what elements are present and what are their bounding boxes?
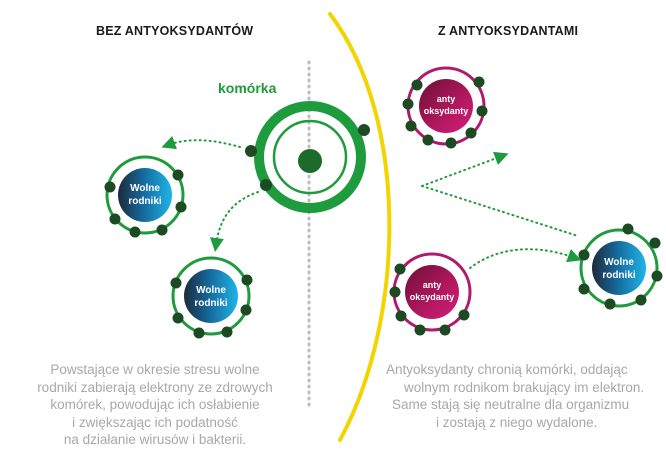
arrow-to-radical-1 <box>161 136 241 150</box>
arrow-to-radical-2 <box>209 191 259 252</box>
antioxidant-bottom: anty oksydanty <box>389 252 472 336</box>
caption-line: rodniki zabierają elektrony ze zdrowych <box>37 379 273 395</box>
right-heading: Z ANTYOKSYDANTAMI <box>438 24 579 38</box>
caption-line: i zwiększając ich podatność <box>72 414 238 430</box>
caption-line: Same stają się neutralne dla organizmu <box>392 397 630 412</box>
antioxidant-label-line1: anty <box>437 94 456 104</box>
radical-label-line2: rodniki <box>602 270 636 281</box>
cell-label: komórka <box>218 80 277 96</box>
right-caption: Antyoksydanty chronią komórki, oddając w… <box>386 361 666 431</box>
antioxidant-label-line1: anty <box>423 280 442 290</box>
caption-line: na działanie wirusów i bakterii. <box>63 432 247 447</box>
left-heading: BEZ ANTYOKSYDANTÓW <box>96 24 254 38</box>
arrow-down-right <box>421 185 579 237</box>
caption-line: wolnym rodnikom brakujący im elektron. <box>404 379 645 395</box>
caption-line: Antyoksydanty chronią komórki, oddając <box>386 362 628 377</box>
caption-line: i zostają z niego wydalone. <box>436 414 598 430</box>
radical-label-line2: rodniki <box>128 196 162 207</box>
radical-label-line1: Wolne <box>196 285 226 296</box>
caption-line: Powstające w okresie stresu wolne <box>50 362 260 377</box>
cell: komórka <box>218 80 370 213</box>
radical-label-line1: Wolne <box>604 257 634 268</box>
left-caption: Powstające w okresie stresu wolne rodnik… <box>10 361 300 449</box>
antioxidant-label-line2: oksydanty <box>424 106 469 116</box>
yellow-barrier-curve <box>328 12 392 442</box>
antioxidant-top: anty oksydanty <box>402 66 488 149</box>
free-radical-left-top: Wolne rodniki <box>104 155 187 238</box>
antioxidant-label-line2: oksydanty <box>410 292 455 302</box>
free-radical-left-bottom: Wolne rodniki <box>170 256 253 339</box>
caption-line: komórek, powodując ich osłabienie <box>50 397 260 412</box>
radical-label-line1: Wolne <box>130 183 160 194</box>
arrow-up-right <box>421 151 509 187</box>
free-radical-right: Wolne rodniki <box>578 223 663 310</box>
cell-nucleus <box>298 149 322 173</box>
arrow-to-radical-right <box>469 248 582 269</box>
radical-label-line2: rodniki <box>194 298 228 309</box>
